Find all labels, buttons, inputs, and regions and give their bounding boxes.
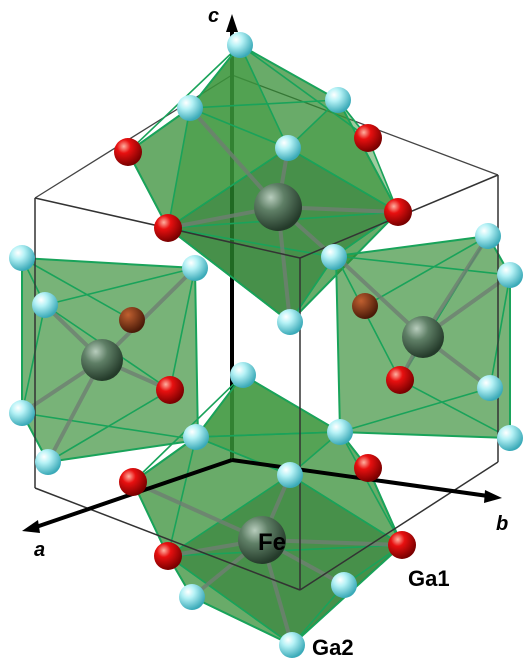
ga1-atom	[354, 124, 382, 152]
ga2-atom	[497, 262, 523, 288]
ga2-atom	[497, 425, 523, 451]
fe-atom	[402, 316, 444, 358]
ga1-atoms	[114, 124, 416, 570]
ga2-atom	[179, 584, 205, 610]
ga2-atom	[475, 223, 501, 249]
fe-atom	[238, 516, 286, 564]
ga1-atom	[156, 376, 184, 404]
ga2-atom	[9, 245, 35, 271]
ga2-atom	[275, 135, 301, 161]
ga2-atom	[177, 95, 203, 121]
ga2-atom	[9, 400, 35, 426]
ga2-atom	[331, 572, 357, 598]
fe-atoms	[81, 183, 444, 564]
ga2-atom	[277, 462, 303, 488]
ga2-atom	[32, 292, 58, 318]
ga2-atom	[277, 309, 303, 335]
atom-label-ga2: Ga2	[312, 635, 354, 660]
axis-label-c: c	[208, 5, 219, 27]
atom-label-fe: Fe	[258, 529, 286, 556]
ga2-atom	[230, 362, 256, 388]
ga1-atom	[114, 138, 142, 166]
atom-label-ga1: Ga1	[408, 566, 450, 591]
ga2-atom	[279, 632, 305, 658]
ga2-atom	[327, 419, 353, 445]
axis-label-a: a	[34, 539, 45, 561]
ga2-atom	[227, 32, 253, 58]
ga1-atom	[386, 366, 414, 394]
ga2-atom	[35, 449, 61, 475]
fe-atom	[81, 339, 123, 381]
axis-label-b: b	[496, 513, 508, 535]
ga1-atom	[384, 198, 412, 226]
ga1-atom	[388, 531, 416, 559]
ga1-atom	[154, 214, 182, 242]
ga1-atom	[119, 468, 147, 496]
ga2-atom	[182, 255, 208, 281]
fe-atom-back	[352, 293, 378, 319]
ga2-atom	[321, 244, 347, 270]
fe-atom	[254, 183, 302, 231]
ga2-atoms	[9, 32, 523, 658]
ga2-atom	[477, 375, 503, 401]
ga2-atom	[183, 424, 209, 450]
fe-atom-back	[119, 307, 145, 333]
ga1-atom	[354, 454, 382, 482]
ga2-atom	[325, 87, 351, 113]
ga1-atom	[154, 542, 182, 570]
